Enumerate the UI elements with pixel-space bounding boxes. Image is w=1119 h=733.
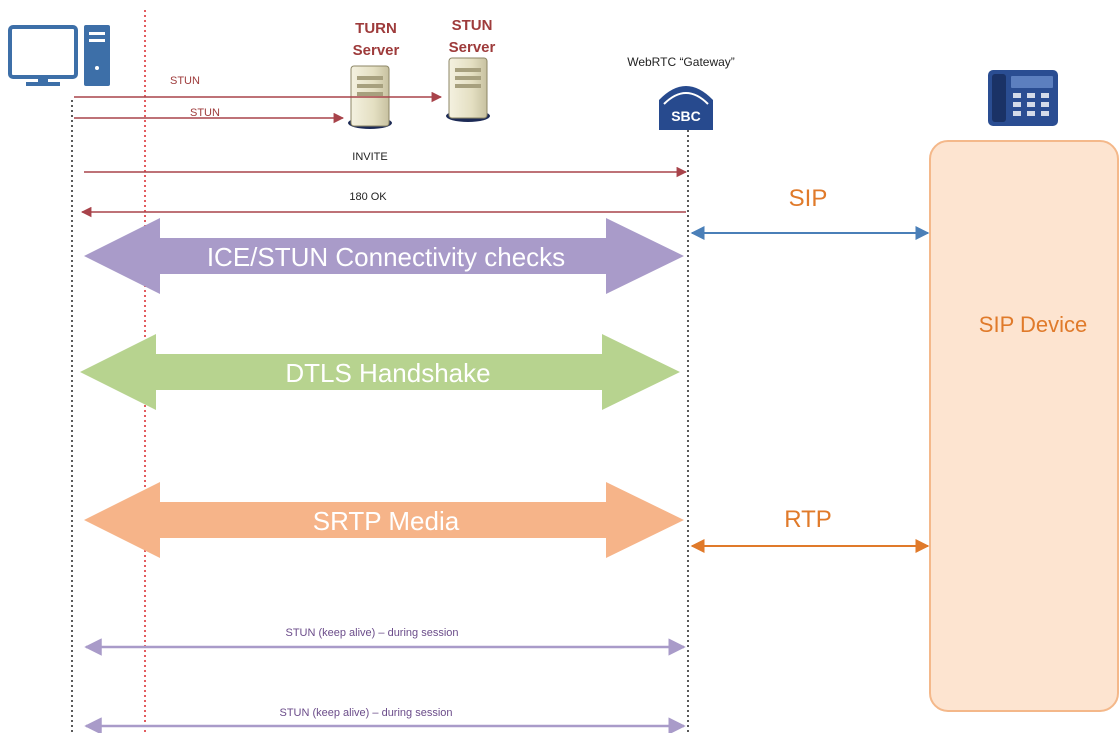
dtls-double-arrow	[80, 334, 680, 410]
stun-message-2-label: STUN	[190, 107, 220, 119]
desk-phone-icon	[988, 70, 1058, 126]
srtp-double-arrow	[84, 482, 684, 558]
stun-server-label-line1: STUN	[452, 17, 493, 34]
ok-label: 180 OK	[349, 191, 387, 203]
sip-label: SIP	[789, 185, 828, 212]
computer-icon	[8, 25, 110, 86]
gateway-label: WebRTC “Gateway”	[627, 55, 735, 69]
sip-device-box	[929, 140, 1119, 712]
stun-server-icon	[446, 57, 490, 122]
dtls-label: DTLS Handshake	[285, 358, 490, 388]
srtp-label: SRTP Media	[313, 506, 460, 536]
ice-stun-label: ICE/STUN Connectivity checks	[207, 242, 565, 272]
stun-message-1-label: STUN	[170, 75, 200, 87]
stun-server-label-line2: Server	[449, 39, 496, 56]
sbc-badge-icon: SBC	[659, 86, 713, 130]
turn-server-icon	[348, 65, 392, 129]
keepalive-1-label: STUN (keep alive) – during session	[285, 627, 458, 639]
turn-server-label-line1: TURN	[355, 20, 397, 37]
turn-server-label-line2: Server	[353, 42, 400, 59]
keepalive-2-label: STUN (keep alive) – during session	[279, 707, 452, 719]
invite-label: INVITE	[352, 151, 387, 163]
rtp-label: RTP	[784, 506, 832, 533]
ice-stun-double-arrow	[84, 218, 684, 294]
sip-device-label: SIP Device	[979, 312, 1087, 337]
sbc-badge-label: SBC	[671, 108, 701, 124]
